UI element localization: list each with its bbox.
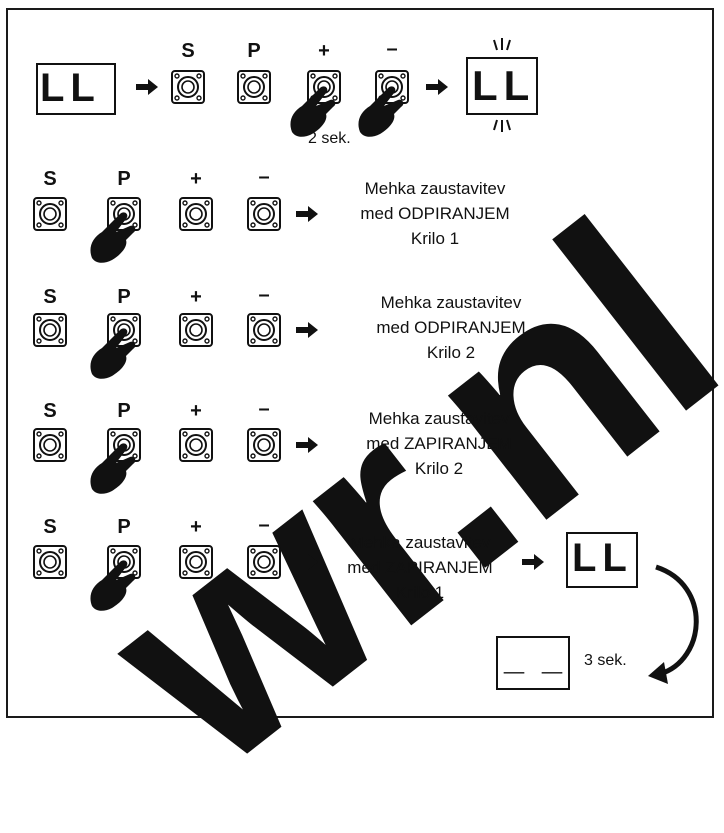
button-s-icon	[33, 545, 67, 579]
step-1-line-3: Krilo 1	[410, 229, 460, 248]
button-plus-icon	[179, 197, 213, 231]
step-1-line-1: Mehka zaustavitev	[364, 179, 506, 198]
button-s-icon	[33, 313, 67, 347]
step-text-4: Mehka zaustavitev med ZAPIRANJEM Krilo 1	[320, 530, 520, 605]
key-label-minus: –	[258, 398, 270, 420]
key-label-s: S	[181, 40, 195, 62]
step-text-2: Mehka zaustavitev med ODPIRANJEM Krilo 2	[346, 290, 556, 365]
key-label-plus: +	[190, 286, 202, 308]
key-label-plus: +	[318, 40, 330, 62]
arrow-icon	[296, 322, 318, 338]
hold-duration-label: 2 sek.	[308, 130, 351, 147]
lcd-display-start	[36, 63, 116, 115]
step-1-line-2: med ODPIRANJEM	[360, 204, 510, 223]
wait-duration-label: 3 sek.	[584, 652, 627, 669]
arrow-icon	[522, 554, 544, 570]
button-minus-icon	[247, 197, 281, 231]
lcd-text-final: LL	[572, 536, 633, 580]
key-label-s: S	[43, 400, 57, 422]
key-label-p: P	[117, 516, 131, 538]
key-label-minus: –	[258, 166, 270, 188]
button-plus-icon	[179, 313, 213, 347]
button-s-icon	[33, 197, 67, 231]
key-label-s: S	[43, 286, 57, 308]
arrow-icon	[426, 79, 448, 95]
lcd-text-start: LL	[40, 66, 101, 110]
key-label-plus: +	[190, 168, 202, 190]
button-plus-icon	[179, 428, 213, 462]
step-4-line-1: Mehka zaustavitev	[349, 533, 491, 552]
button-minus-icon	[247, 428, 281, 462]
lcd-display-final	[566, 532, 638, 588]
step-4-line-2: med ZAPIRANJEM	[347, 558, 493, 577]
button-minus-icon	[247, 313, 281, 347]
step-2-line-1: Mehka zaustavitev	[380, 293, 522, 312]
step-4-line-3: Krilo 1	[395, 583, 445, 602]
key-label-minus: –	[258, 284, 270, 306]
key-label-p: P	[247, 40, 261, 62]
arrow-icon	[136, 79, 158, 95]
step-3-line-3: Krilo 2	[414, 459, 464, 478]
diagram-graphics	[33, 38, 699, 690]
key-label-s: S	[43, 516, 57, 538]
lcd-text-done: _ _	[504, 636, 567, 677]
arrow-icon	[296, 554, 318, 570]
key-label-p: P	[117, 400, 131, 422]
step-text-1: Mehka zaustavitev med ODPIRANJEM Krilo 1	[330, 176, 540, 251]
key-label-s: S	[43, 168, 57, 190]
key-label-p: P	[117, 168, 131, 190]
step-3-line-2: med ZAPIRANJEM	[366, 434, 512, 453]
key-label-plus: +	[190, 400, 202, 422]
blink-icon	[493, 38, 511, 132]
step-2-line-3: Krilo 2	[426, 343, 476, 362]
key-label-plus: +	[190, 516, 202, 538]
lcd-display-blinking	[466, 57, 538, 115]
key-label-minus: –	[258, 514, 270, 536]
step-text-3: Mehka zaustavitev med ZAPIRANJEM Krilo 2	[334, 406, 544, 481]
key-label-minus: –	[386, 38, 398, 60]
curved-arrow-icon	[655, 564, 699, 677]
button-s-icon	[171, 70, 205, 104]
button-s-icon	[33, 428, 67, 462]
button-p-icon	[237, 70, 271, 104]
step-3-line-1: Mehka zaustavitev	[368, 409, 510, 428]
arrow-icon	[296, 437, 318, 453]
curved-arrow-head-icon	[648, 662, 668, 684]
step-2-line-2: med ODPIRANJEM	[376, 318, 526, 337]
lcd-display-done	[496, 636, 570, 690]
key-label-p: P	[117, 286, 131, 308]
lcd-text-blinking: LL	[472, 62, 536, 109]
button-minus-icon	[247, 545, 281, 579]
button-plus-icon	[179, 545, 213, 579]
arrow-icon	[296, 206, 318, 222]
